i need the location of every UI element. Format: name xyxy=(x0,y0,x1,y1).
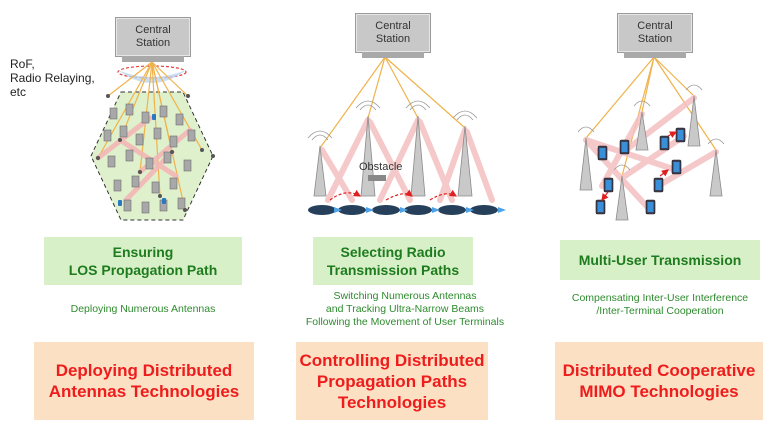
obstacle-label: Obstacle xyxy=(359,161,403,173)
tech-distributed-antennas: Deploying Distributed Antennas Technolog… xyxy=(34,342,254,420)
desc-deploying-antennas: Deploying Numerous Antennas xyxy=(70,303,216,315)
car-icon xyxy=(308,205,506,215)
heading-multi-user: Multi-User Transmission xyxy=(560,240,760,280)
central-station-3: Central Station xyxy=(617,13,693,58)
heading-los-propagation: Ensuring LOS Propagation Path xyxy=(44,237,242,285)
desc-switching-antennas: Switching Numerous Antennas and Tracking… xyxy=(305,290,505,328)
antenna-icon xyxy=(96,94,215,212)
tower-waves-3 xyxy=(577,84,725,171)
tower-icon xyxy=(579,95,723,221)
rof-label: RoF, Radio Relaying, etc xyxy=(10,57,95,99)
obstacle-icon xyxy=(368,175,386,181)
tech-cooperative-mimo: Distributed Cooperative MIMO Technologie… xyxy=(555,342,763,420)
central-station-1: Central Station xyxy=(115,17,191,62)
tower-waves-2 xyxy=(307,100,478,141)
station-links-2 xyxy=(319,56,466,149)
mimo-beams-3 xyxy=(583,95,719,213)
heading-radio-transmission: Selecting Radio Transmission Paths xyxy=(313,237,473,285)
smartphone-screen xyxy=(597,130,684,212)
smartphone-icon xyxy=(118,114,166,206)
tech-distributed-propagation: Controlling Distributed Propagation Path… xyxy=(296,342,488,420)
cooperation-arrows-3 xyxy=(601,131,678,201)
tracking-arrows-2 xyxy=(329,189,458,201)
narrow-beams-2 xyxy=(319,117,495,203)
central-station-2: Central Station xyxy=(355,13,431,58)
building-icon xyxy=(103,103,196,214)
desc-compensating-interference: Compensating Inter-User Interference /In… xyxy=(571,292,749,317)
